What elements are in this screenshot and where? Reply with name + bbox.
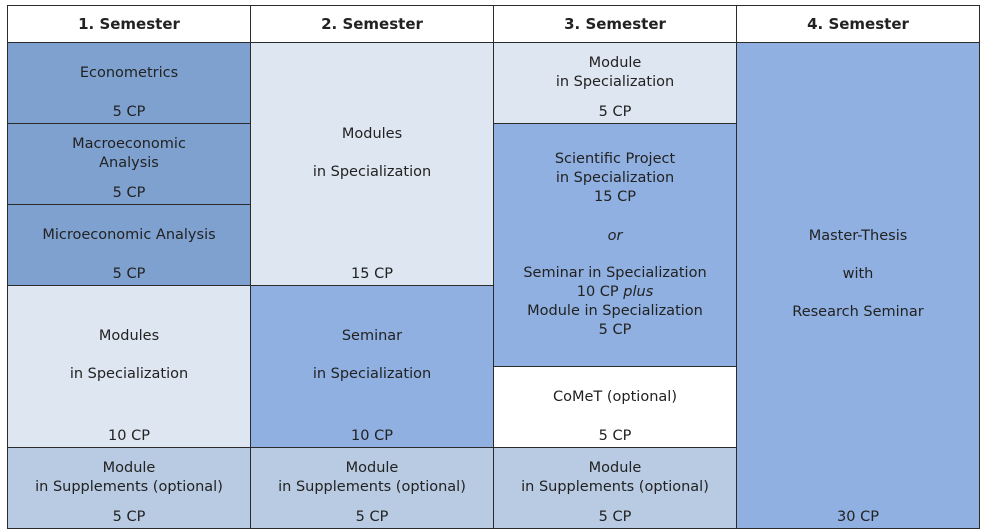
econometrics-cp: 5 CP [112,104,146,120]
cell-econometrics: Econometrics 5 CP [7,42,251,124]
cell-s2-modules-specialization: Modules in Specialization 15 CP [250,42,494,286]
header-semester-2: 2. Semester [250,5,494,43]
project-line7: 5 CP [598,322,632,338]
s2-seminar-cp: 10 CP [351,428,393,444]
cell-s3-supplements: Module in Supplements (optional) 5 CP [493,447,737,529]
macro-line1: Macroeconomic [72,136,186,152]
cell-s2-seminar: Seminar in Specialization 10 CP [250,285,494,448]
cell-s1-supplements: Module in Supplements (optional) 5 CP [7,447,251,529]
header-semester-1: 1. Semester [7,5,251,43]
s2-supp-cp: 5 CP [355,509,389,525]
macro-cp: 5 CP [112,185,146,201]
cell-s3-scientific-project: Scientific Project in Specialization 15 … [493,123,737,367]
micro-title: Microeconomic Analysis [42,227,216,243]
cell-s1-modules-specialization: Modules in Specialization 10 CP [7,285,251,448]
s1-supp-cp: 5 CP [112,509,146,525]
cell-macroeconomic-analysis: Macroeconomic Analysis 5 CP [7,123,251,205]
project-or: or [607,228,623,244]
project-line5: 10 CP plus [576,284,654,300]
s1-supp-line1: Module [102,460,156,476]
thesis-line3: Research Seminar [792,304,924,320]
s2-modules-line1: Modules [341,126,403,142]
thesis-line2: with [842,266,874,282]
s2-supp-line2: in Supplements (optional) [278,479,466,495]
comet-cp: 5 CP [598,428,632,444]
s2-modules-line2: in Specialization [312,164,432,180]
s2-supp-line1: Module [345,460,399,476]
s3-module-line2: in Specialization [555,74,675,90]
macro-line2: Analysis [99,155,159,171]
s3-module-line1: Module [588,55,642,71]
s1-supp-line2: in Supplements (optional) [35,479,223,495]
s2-modules-cp: 15 CP [351,266,393,282]
project-line2: in Specialization [555,170,675,186]
econometrics-title: Econometrics [79,65,179,81]
thesis-line1: Master-Thesis [808,228,908,244]
header-semester-4: 4. Semester [736,5,980,43]
cell-s3-comet: CoMeT (optional) 5 CP [493,366,737,448]
cell-s2-supplements: Module in Supplements (optional) 5 CP [250,447,494,529]
cell-s4-master-thesis: Master-Thesis with Research Seminar 30 C… [736,42,980,529]
s3-module-cp: 5 CP [598,104,632,120]
s2-seminar-line1: Seminar [341,328,403,344]
micro-cp: 5 CP [112,266,146,282]
header-semester-3: 3. Semester [493,5,737,43]
cell-s3-module-specialization: Module in Specialization 5 CP [493,42,737,124]
project-line1: Scientific Project [554,151,676,167]
project-line6: Module in Specialization [527,303,703,319]
thesis-cp: 30 CP [837,509,879,525]
s3-supp-line1: Module [588,460,642,476]
s1-modules-line2: in Specialization [69,366,189,382]
s3-supp-cp: 5 CP [598,509,632,525]
s1-modules-cp: 10 CP [108,428,150,444]
comet-title: CoMeT (optional) [553,389,677,405]
project-line4: Seminar in Specialization [523,265,707,281]
s1-modules-line1: Modules [98,328,160,344]
cell-microeconomic-analysis: Microeconomic Analysis 5 CP [7,204,251,286]
project-line3: 15 CP [594,189,636,205]
s2-seminar-line2: in Specialization [312,366,432,382]
s3-supp-line2: in Supplements (optional) [521,479,709,495]
